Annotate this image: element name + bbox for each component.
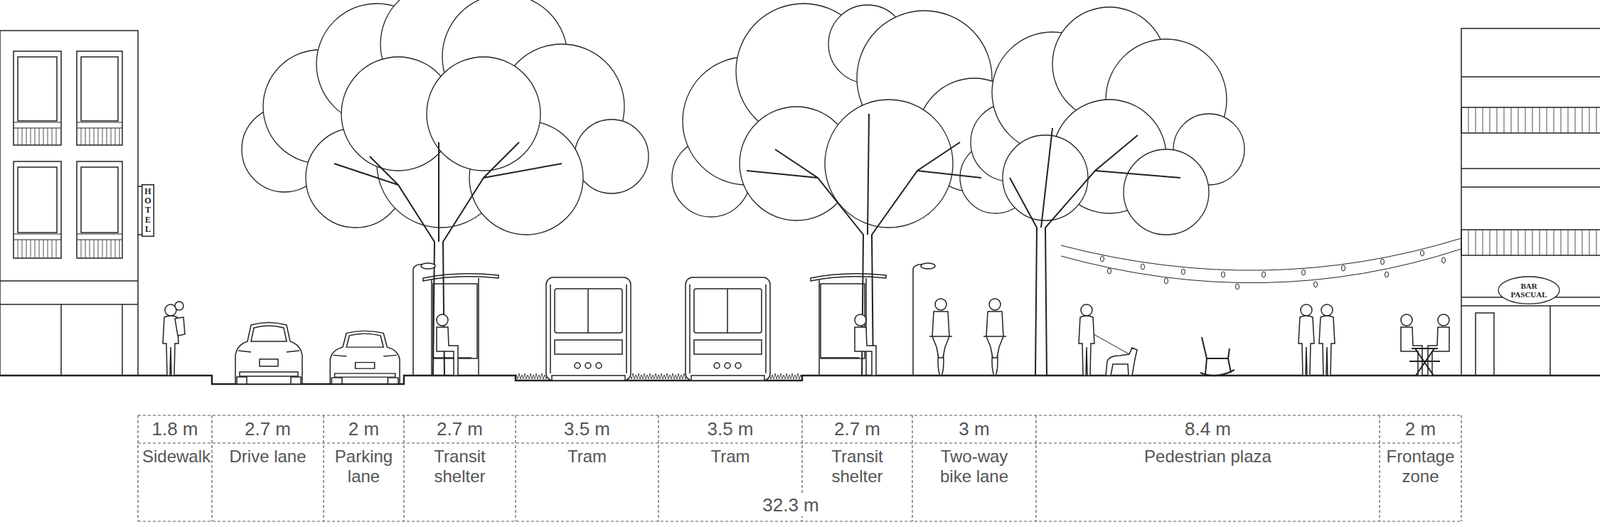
lane-name: Frontage zone xyxy=(1381,446,1460,486)
lane-name: Tram xyxy=(517,446,657,467)
dimension-value: 3.5 m xyxy=(561,418,613,441)
dimension-value: 2.7 m xyxy=(832,418,883,441)
dimension-value: 8.4 m xyxy=(1182,418,1234,441)
dimension-value: 3.5 m xyxy=(704,418,756,441)
lane-name: Transit shelter xyxy=(406,446,514,486)
dimension-value: 2.7 m xyxy=(434,418,485,441)
lane-name: Parking lane xyxy=(327,446,402,486)
lane-name: Pedestrian plaza xyxy=(1038,446,1378,467)
dimension-value: 1.8 m xyxy=(149,418,200,441)
dimension-value: 3 m xyxy=(956,418,992,441)
dimension-value: 2 m xyxy=(1403,418,1438,441)
lane-name: Two-way bike lane xyxy=(930,446,1019,486)
sign-text: HOTEL xyxy=(141,184,155,237)
hotel-sign: HOTEL xyxy=(141,184,155,237)
lane-name: Sidewalk xyxy=(140,446,210,467)
lane-name: Tram xyxy=(660,446,800,467)
dimension-value: 2.7 m xyxy=(242,418,293,441)
lane-name: Transit shelter xyxy=(804,446,911,486)
bar-sign: BAR PASCUAL xyxy=(1497,275,1561,305)
lane-name: Drive lane xyxy=(214,446,322,467)
total-width: 32.3 m xyxy=(760,494,822,517)
sign-text: BAR PASCUAL xyxy=(1497,275,1561,305)
dimension-value: 2 m xyxy=(346,418,382,441)
